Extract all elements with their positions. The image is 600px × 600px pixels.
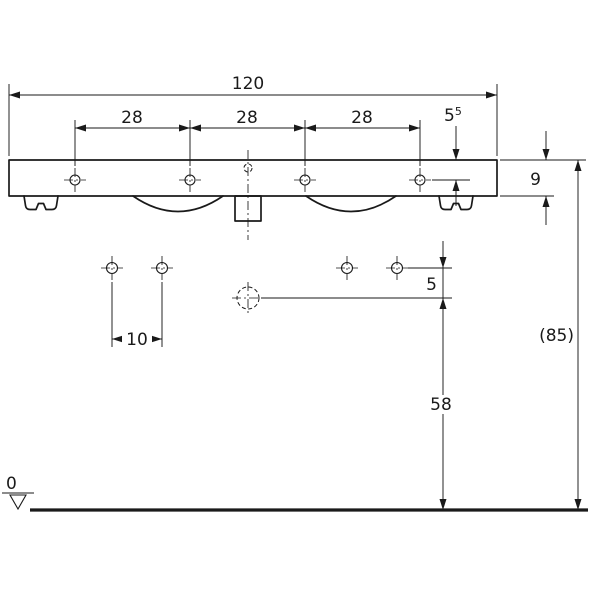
basin-rim — [8, 159, 498, 197]
tap-hole-3 — [294, 168, 316, 192]
tap-holes — [64, 168, 431, 192]
floor-and-datum: 0 — [2, 474, 588, 512]
drain-outlet — [232, 282, 264, 314]
datum-triangle-icon — [9, 494, 27, 511]
dim-label-tap-spacing-2: 28 — [236, 108, 258, 128]
dimension-tap-spacing: 28 28 28 — [74, 108, 421, 166]
dimension-overall-height: (85) — [539, 160, 582, 510]
basin-left-foot — [23, 195, 59, 211]
dim-label-tap-edge-offset: 55 — [444, 105, 462, 126]
overflow-mark — [243, 163, 253, 173]
dim-label-tap-spacing-3: 28 — [351, 108, 373, 128]
datum-zero-label: 0 — [6, 474, 17, 494]
dimension-fixing-hole-spacing: 10 — [111, 282, 163, 350]
fixing-hole-3 — [336, 256, 358, 280]
fixing-hole-2 — [151, 256, 173, 280]
basin-right-bowl — [305, 195, 397, 213]
dim-label-fixing-hole-offset: 5 — [426, 275, 437, 295]
basin-outline — [8, 150, 498, 240]
dim-55-base: 5 — [444, 106, 455, 126]
fixing-hole-4 — [386, 256, 408, 280]
dim-label-fixing-hole-spacing: 10 — [126, 330, 148, 350]
fixing-holes — [101, 256, 408, 280]
tap-hole-2 — [179, 168, 201, 192]
dim-55-sup: 5 — [455, 105, 462, 118]
fixing-hole-1 — [101, 256, 123, 280]
dim-label-tap-spacing-1: 28 — [121, 108, 143, 128]
dim-label-overall-height: (85) — [539, 326, 574, 346]
arrow-right-icon — [486, 91, 497, 99]
basin-left-bowl — [132, 195, 224, 213]
arrow-left-icon — [9, 91, 20, 99]
dim-label-drain-height: 58 — [430, 395, 452, 415]
dimension-hole-offset-and-drain-height: 5 58 — [261, 241, 456, 510]
dimension-overall-width: 120 — [8, 74, 498, 156]
tap-hole-4 — [409, 168, 431, 192]
dimension-tap-edge-offset: 55 — [432, 105, 470, 206]
dim-label-overall-width: 120 — [232, 74, 264, 94]
tap-hole-1 — [64, 168, 86, 192]
dim-label-rim-height: 9 — [530, 170, 541, 190]
dimension-rim-height: 9 — [500, 131, 586, 225]
